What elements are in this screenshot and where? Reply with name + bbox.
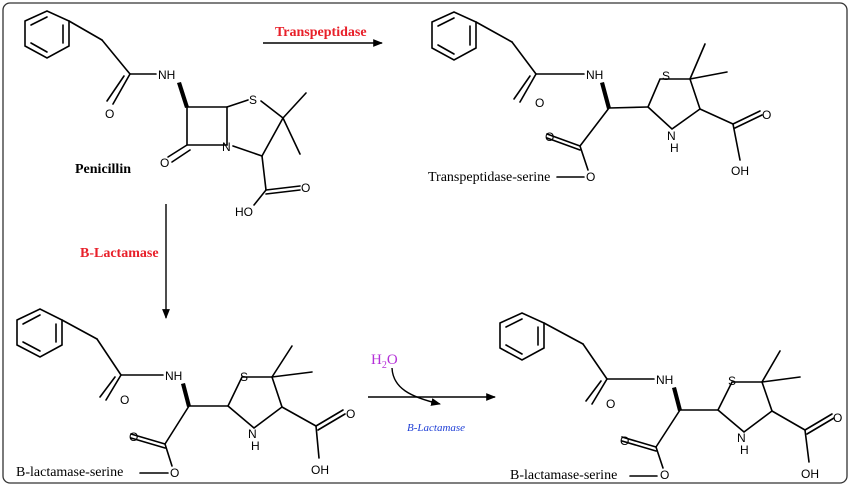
atom-nh-ring-2: N bbox=[667, 129, 676, 143]
atom-o-carboxyl-2: O bbox=[762, 108, 771, 122]
penicillin-structure: O NH O N S O HO bbox=[24, 10, 310, 219]
atom-nh-3: NH bbox=[165, 369, 182, 383]
atom-o-carboxyl-3: O bbox=[346, 407, 355, 421]
atom-o-ester-3: O bbox=[129, 430, 138, 444]
atom-n-ring-4: N bbox=[737, 431, 746, 445]
atom-s-2: S bbox=[662, 69, 670, 83]
atom-o-amide-2: O bbox=[535, 96, 544, 110]
b-lactamase-label: B-Lactamase bbox=[80, 246, 159, 261]
benzene-ring-3 bbox=[16, 308, 63, 358]
atom-o-serine-4: O bbox=[660, 468, 669, 482]
stereo-wedge-2 bbox=[600, 82, 611, 109]
atom-o-amide-3: O bbox=[120, 393, 129, 407]
atom-n-ring: N bbox=[222, 140, 231, 154]
b-lactamase-serine-label-left: B-lactamase-serine bbox=[16, 465, 123, 480]
atom-o-amide-4: O bbox=[606, 397, 615, 411]
atom-oh-carboxyl-2: OH bbox=[731, 164, 749, 178]
b-lactamase-italic-label: B-Lactamase bbox=[407, 422, 465, 434]
b-lactamase-adduct-structure-2: O NH O O S N H O OH bbox=[499, 312, 842, 482]
atom-nh: NH bbox=[158, 68, 175, 82]
thiazolidine-ring bbox=[647, 78, 701, 131]
atom-h-ring-3: H bbox=[251, 439, 260, 453]
benzene-ring-2 bbox=[431, 11, 477, 61]
atom-o-ester: O bbox=[545, 130, 554, 144]
b-lactamase-adduct-structure: O NH O O S N H O OH bbox=[16, 308, 355, 480]
atom-h-ring-4: H bbox=[740, 443, 749, 457]
atom-oh-carboxyl-3: OH bbox=[311, 463, 329, 477]
transpeptidase-adduct-structure: O NH O O S N H O OH bbox=[431, 11, 771, 184]
thiazolidine-ring-3 bbox=[227, 376, 283, 430]
transpeptidase-serine-label: Transpeptidase-serine bbox=[428, 170, 550, 185]
atom-ho-carboxyl: HO bbox=[235, 205, 253, 219]
atom-s-ring: S bbox=[249, 93, 257, 107]
thiazolidine-ring-4 bbox=[717, 381, 773, 434]
water-curved-arrow bbox=[391, 367, 441, 406]
b-lactamase-serine-label-right: B-lactamase-serine bbox=[510, 468, 617, 483]
benzene-ring-4 bbox=[499, 312, 545, 361]
penicillin-label: Penicillin bbox=[75, 162, 131, 177]
atom-nh-4: NH bbox=[656, 373, 673, 387]
atom-o-amide: O bbox=[105, 107, 114, 121]
beta-lactam-ring bbox=[186, 106, 228, 146]
benzene-ring bbox=[24, 10, 70, 59]
transpeptidase-label: Transpeptidase bbox=[275, 25, 367, 40]
atom-o-ester-4: O bbox=[620, 434, 629, 448]
atom-o-lactam: O bbox=[160, 156, 169, 170]
stereo-wedge-4 bbox=[672, 387, 682, 411]
atom-o-carboxyl: O bbox=[301, 181, 310, 195]
atom-o-carboxyl-4: O bbox=[833, 411, 842, 425]
atom-o-serine: O bbox=[586, 170, 595, 184]
atom-nh-2: NH bbox=[586, 68, 603, 82]
atom-h-ring-2: H bbox=[670, 141, 679, 155]
atom-s-4: S bbox=[728, 374, 736, 388]
atom-oh-carboxyl-4: OH bbox=[801, 467, 819, 481]
atom-n-ring-3: N bbox=[248, 427, 257, 441]
atom-o-serine-3: O bbox=[170, 466, 179, 480]
stereo-wedge bbox=[177, 82, 189, 108]
atom-s-3: S bbox=[240, 370, 248, 384]
water-label: H2O bbox=[371, 352, 398, 371]
stereo-wedge-3 bbox=[181, 383, 191, 407]
